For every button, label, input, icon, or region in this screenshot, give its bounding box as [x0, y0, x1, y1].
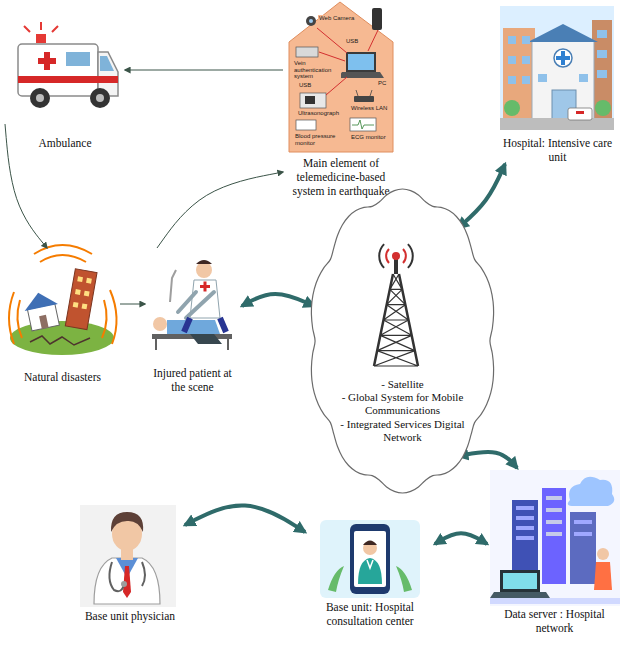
device-label: Web Camera — [318, 15, 355, 22]
device-label: Wireless LAN — [350, 105, 388, 112]
text-holder: Base unit: Hospital consultation center — [305, 600, 435, 628]
device-label: Blood pressure monitor — [294, 133, 344, 146]
tower-picture — [348, 238, 444, 372]
physician-picture — [80, 505, 176, 607]
ambulance-picture — [18, 22, 118, 108]
node-caption: Data server : Hospital network — [487, 607, 622, 635]
cloud-shape — [311, 189, 493, 493]
node-caption: Injured patient at the scene — [145, 366, 240, 394]
picture-node: Natural disasters — [5, 248, 120, 384]
node-caption: Ambulance — [5, 136, 125, 150]
picture-node: Hospital: Intensive care unit — [495, 2, 620, 164]
device-label: Vein authentication system — [293, 60, 341, 80]
device-label: ECG monitor — [350, 134, 387, 141]
exchange-arrow — [458, 452, 517, 468]
node-caption: Base unit: Hospital consultation center — [305, 600, 435, 628]
node-caption: Hospital: Intensive care unit — [495, 136, 620, 164]
network-item: - Satellite — [333, 378, 473, 391]
node-caption: Base unit physician — [75, 609, 185, 623]
device-label: PC — [377, 80, 387, 87]
network-cloud: - Satellite- Global System for Mobile Co… — [300, 182, 505, 500]
network-item: - Integrated Services Digital Network — [333, 418, 473, 444]
text-holder: Injured patient at the scene — [145, 366, 240, 394]
consultation-center-picture — [320, 520, 420, 598]
network-item: - Global System for Mobile Communication… — [333, 391, 473, 417]
picture-node: Injured patient at the scene — [145, 248, 240, 394]
earthquake-picture — [9, 245, 117, 355]
picture-node: Base unit physician — [75, 503, 185, 623]
device-label: USB — [345, 38, 359, 45]
text-holder: Base unit physician — [75, 609, 185, 623]
flow-arrow — [125, 70, 283, 71]
text-holder: - Satellite- Global System for Mobile Co… — [333, 378, 473, 444]
exchange-arrow — [242, 294, 314, 306]
injured-patient-picture — [152, 260, 232, 350]
text-holder: Main element of telemedicine-based syste… — [283, 156, 399, 198]
picture-node: Ambulance — [5, 8, 125, 150]
picture-node: Main element of telemedicine-based syste… — [283, 0, 399, 198]
node-caption: Natural disasters — [5, 370, 120, 384]
picture-node: Base unit: Hospital consultation center — [305, 518, 435, 628]
picture-node: Data server : Hospital network — [487, 468, 622, 635]
exchange-arrow — [435, 533, 487, 544]
data-server-picture — [490, 470, 620, 606]
telemedicine-house-picture — [289, 2, 393, 152]
flow-arrow — [157, 172, 283, 248]
flow-arrow — [120, 304, 145, 305]
exchange-arrow — [185, 505, 305, 532]
text-holder: Hospital: Intensive care unit — [495, 136, 620, 164]
device-label: USB — [298, 82, 312, 89]
cloud-outline — [300, 182, 505, 500]
device-label: Ultrasonograph — [297, 110, 340, 117]
exchange-arrow — [458, 164, 505, 228]
hospital-picture — [500, 6, 614, 130]
text-holder: Ambulance — [5, 136, 125, 150]
node-caption: Main element of telemedicine-based syste… — [283, 156, 399, 198]
text-holder: Natural disasters — [5, 370, 120, 384]
text-holder: Data server : Hospital network — [487, 607, 622, 635]
